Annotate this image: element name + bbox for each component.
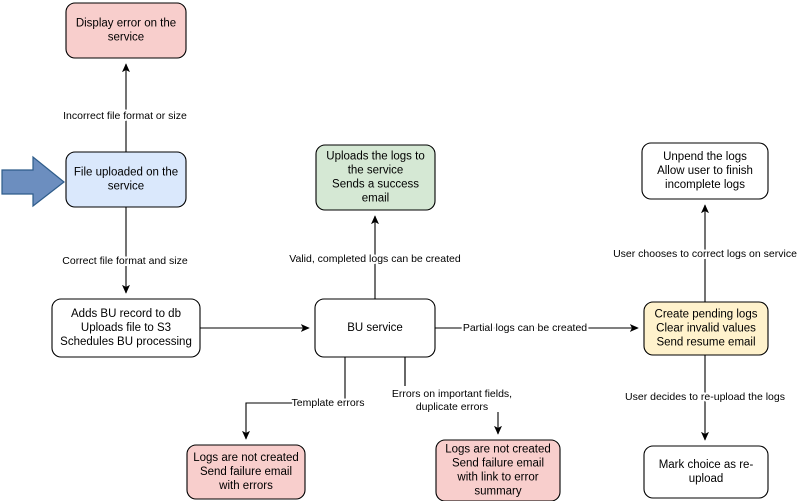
node-shape-uploads-logs bbox=[315, 144, 436, 211]
node-shape-adds-bu-record bbox=[51, 298, 201, 358]
edge-label-text-user-corrects: User chooses to correct logs on service bbox=[613, 248, 797, 260]
edge-label-text-errors-important-fields-1: Errors on important fields, bbox=[392, 388, 512, 400]
node-shape-mark-reupload bbox=[643, 445, 769, 499]
node-shape-file-uploaded bbox=[65, 151, 187, 208]
node-label-create-pending-logs-line-1: Clear invalid values bbox=[656, 323, 756, 335]
edge-label-text-correct-format: Correct file format and size bbox=[62, 255, 188, 267]
node-shape-unpend-logs bbox=[641, 142, 769, 200]
node-shape-logs-not-created-template bbox=[186, 444, 306, 500]
edge-label-text-template-errors: Template errors bbox=[292, 397, 365, 409]
node-label-unpend-logs-line-1: Allow user to finish bbox=[657, 165, 753, 177]
node-label-adds-bu-record-line-0: Adds BU record to db bbox=[71, 308, 181, 320]
node-label-logs-not-created-template-line-2: with errors bbox=[218, 480, 273, 492]
edge-label-halo-correct-format: Correct file format and size bbox=[62, 255, 188, 267]
edge-label-errors-important-fields-1: Errors on important fields,Errors on imp… bbox=[390, 386, 514, 402]
node-adds-bu-record[interactable]: Adds BU record to db Uploads file to S3 Sc… bbox=[51, 298, 201, 358]
edge-label-halo-incorrect-format: Incorrect file format or size bbox=[63, 110, 187, 122]
node-mark-reupload[interactable]: Mark choice as re-upload bbox=[643, 445, 769, 499]
edge-label-text-user-reupload: User decides to re-upload the logs bbox=[625, 391, 785, 403]
node-shape-create-pending-logs bbox=[643, 301, 769, 356]
entry-arrow bbox=[1, 155, 65, 208]
node-label-logs-not-created-link-line-2: with link to error bbox=[456, 472, 538, 484]
node-label-mark-reupload-line-0: Mark choice as re- bbox=[659, 459, 754, 471]
node-label-logs-not-created-link-line-1: Send failure email bbox=[452, 458, 544, 470]
node-shape-bu-service bbox=[314, 298, 436, 358]
node-label-unpend-logs-line-0: Unpend the logs bbox=[663, 151, 747, 163]
node-label-file-uploaded-line-1: service bbox=[108, 181, 144, 193]
node-label-adds-bu-record-line-1: Uploads file to S3 bbox=[81, 322, 171, 334]
edge-label-text-errors-important-fields-2: duplicate errors bbox=[416, 401, 488, 413]
node-label-uploads-logs-line-1: the service bbox=[348, 165, 404, 177]
edge-label-halo-errors-important-fields-2: duplicate errors bbox=[416, 401, 488, 413]
node-file-uploaded[interactable]: File uploaded on the service bbox=[65, 151, 187, 208]
node-label-uploads-logs-line-3: email bbox=[362, 193, 389, 205]
node-display-error[interactable]: Display error on the service bbox=[65, 2, 187, 59]
edge-label-halo-template-errors: Template errors bbox=[292, 397, 365, 409]
edge-label-halo-user-corrects: User chooses to correct logs on service bbox=[613, 248, 797, 260]
node-label-adds-bu-record-line-2: Schedules BU processing bbox=[60, 336, 192, 348]
node-label-display-error-line-0: Display error on the bbox=[76, 18, 176, 30]
node-label-create-pending-logs-line-0: Create pending logs bbox=[655, 309, 758, 321]
node-label-logs-not-created-link-line-0: Logs are not created bbox=[445, 444, 551, 456]
edge-bu-service-to-logs-not-created-template bbox=[242, 357, 346, 440]
node-label-create-pending-logs-line-2: Send resume email bbox=[656, 337, 755, 349]
node-label-uploads-logs-line-2: Sends a success bbox=[332, 179, 419, 191]
node-label-mark-reupload-line-1: upload bbox=[689, 473, 724, 485]
edges-group bbox=[122, 63, 709, 440]
edge-label-halo-partial-logs: Partial logs can be created bbox=[463, 322, 587, 334]
edge-label-halo-errors-important-fields-1: Errors on important fields, bbox=[392, 388, 512, 400]
edge-label-valid-completed: Valid, completed logs can be createdVali… bbox=[287, 251, 463, 267]
edge-label-user-corrects: User chooses to correct logs on serviceU… bbox=[611, 246, 799, 262]
node-label-logs-not-created-template-line-0: Logs are not created bbox=[193, 452, 299, 464]
edge-label-halo-user-reupload: User decides to re-upload the logs bbox=[625, 391, 785, 403]
node-label-logs-not-created-link-line-3: summary bbox=[474, 486, 522, 498]
node-label-bu-service-line-0: BU service bbox=[347, 322, 403, 334]
edge-label-text-partial-logs: Partial logs can be created bbox=[463, 322, 587, 334]
node-shape-logs-not-created-link bbox=[435, 439, 561, 501]
node-label-logs-not-created-template-line-1: Send failure email bbox=[200, 466, 292, 478]
node-bu-service[interactable]: BU service bbox=[314, 298, 436, 358]
edge-label-text-valid-completed: Valid, completed logs can be created bbox=[289, 253, 461, 265]
node-label-display-error-line-1: service bbox=[108, 32, 144, 44]
node-shape-display-error bbox=[65, 2, 187, 59]
node-label-uploads-logs-line-0: Uploads the logs to bbox=[326, 151, 424, 163]
edge-label-halo-valid-completed: Valid, completed logs can be created bbox=[289, 253, 461, 265]
node-label-file-uploaded-line-0: File uploaded on the bbox=[74, 167, 178, 179]
node-label-unpend-logs-line-2: incomplete logs bbox=[665, 179, 745, 191]
edge-label-text-incorrect-format: Incorrect file format or size bbox=[63, 110, 187, 122]
